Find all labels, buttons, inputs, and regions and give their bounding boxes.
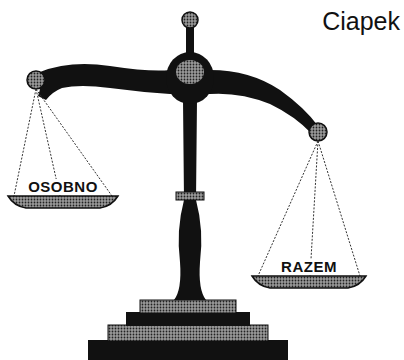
pan-label: RAZEM <box>279 259 339 276</box>
beam-end-ball <box>27 71 45 89</box>
pan-string <box>310 141 318 276</box>
left-pan <box>8 196 118 208</box>
right-pan <box>252 276 366 288</box>
base-step <box>108 325 268 341</box>
beam-end-ball <box>309 123 327 141</box>
signature: Ciapek <box>322 8 400 36</box>
base-step <box>126 312 250 326</box>
column-ring <box>176 192 204 200</box>
pan-string <box>258 141 318 276</box>
pan-label: OSOBNO <box>26 179 100 196</box>
beam-pivot-highlight <box>176 60 204 84</box>
beam-pivot <box>166 52 214 104</box>
base-step <box>88 340 288 360</box>
scale-column <box>174 100 206 300</box>
finial-ball <box>182 12 198 28</box>
base-step <box>140 300 236 313</box>
pan-string <box>318 141 360 276</box>
